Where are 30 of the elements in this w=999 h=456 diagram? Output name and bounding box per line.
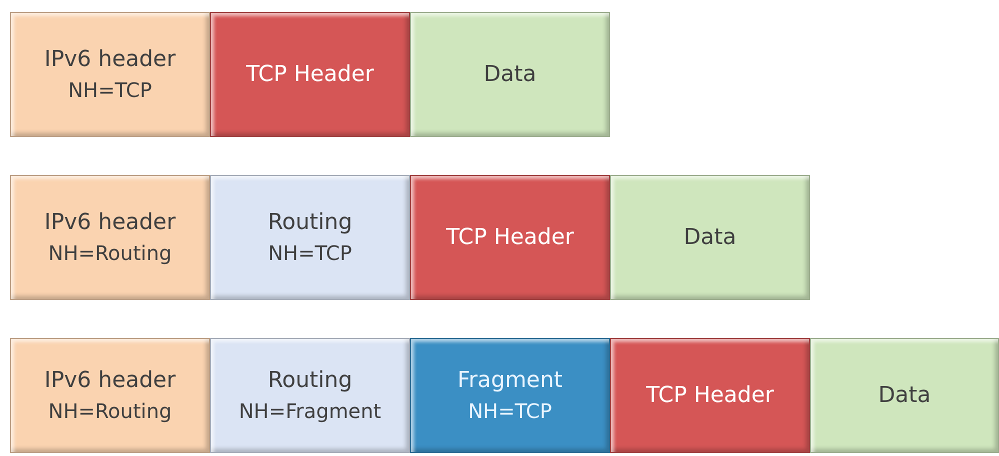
ipv6-header-block — [10, 12, 210, 137]
header-name: TCP Header — [246, 60, 374, 88]
header-name: Routing — [268, 208, 352, 236]
data-block — [810, 338, 999, 453]
header-name: TCP Header — [446, 224, 574, 252]
next-header-label: NH=Routing — [48, 398, 172, 424]
next-header-label: NH=TCP — [468, 398, 552, 424]
tcp-header-block — [410, 175, 610, 300]
tcp-header-block — [610, 338, 810, 453]
header-name: IPv6 header — [44, 366, 176, 394]
routing-header-block — [210, 175, 410, 300]
next-header-label: NH=Routing — [48, 240, 172, 266]
ipv6-header-block — [10, 338, 210, 453]
data-block — [610, 175, 810, 300]
data-block — [410, 12, 610, 137]
header-name: IPv6 header — [44, 46, 176, 74]
header-name: Data — [878, 382, 931, 410]
header-name: Data — [484, 60, 536, 88]
header-name: Fragment — [457, 366, 563, 394]
header-name: Data — [684, 224, 736, 252]
ipv6-header-block — [10, 175, 210, 300]
header-name: TCP Header — [646, 382, 774, 410]
header-name: IPv6 header — [44, 208, 176, 236]
fragment-header-block — [410, 338, 610, 453]
next-header-label: NH=TCP — [68, 76, 152, 104]
tcp-header-block — [210, 12, 410, 137]
next-header-label: NH=Fragment — [238, 398, 382, 424]
header-name: Routing — [268, 366, 352, 394]
routing-header-block — [210, 338, 410, 453]
next-header-label: NH=TCP — [268, 240, 352, 266]
